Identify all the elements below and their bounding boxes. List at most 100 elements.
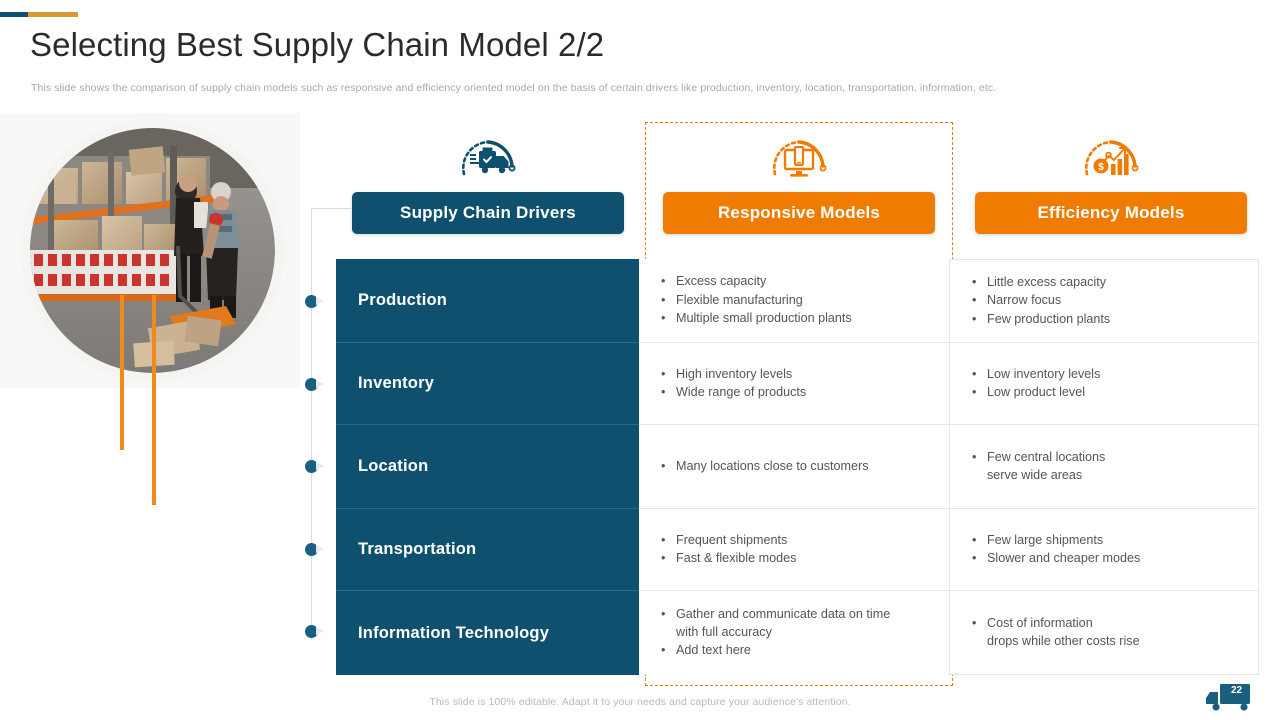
list-item-text: Excess capacity <box>676 274 767 289</box>
list-item-text: Low inventory levels <box>987 366 1101 381</box>
table-row: Location • Many locations close to custo… <box>336 425 1259 509</box>
list-item: • Gather and communicate data on time wi… <box>661 606 935 641</box>
bullet-icon: • <box>972 366 977 381</box>
list-item-text: Multiple small production plants <box>676 311 852 326</box>
page-subtitle: This slide shows the comparison of suppl… <box>31 82 997 94</box>
list-item-text: Low product level <box>987 385 1086 399</box>
row-label-information-technology: Information Technology <box>336 591 639 675</box>
column-header-responsive-label[interactable]: Responsive Models <box>663 192 935 234</box>
column-header-drivers-label[interactable]: Supply Chain Drivers <box>352 192 624 234</box>
list-item-text: Fast & flexible modes <box>676 551 797 565</box>
list-item-text: High inventory levels <box>676 366 793 381</box>
column-header-efficiency[interactable]: $ Efficiency Models <box>975 134 1247 234</box>
list-item-text: Add text here <box>676 643 751 658</box>
footer-note: This slide is 100% editable. Adapt it to… <box>429 696 851 708</box>
list-item: • Slower and cheaper modes <box>972 550 1244 568</box>
page-number-badge: 22 <box>1204 682 1262 712</box>
growth-chart-money-icon: $ <box>975 134 1247 186</box>
cell-efficiency-information-technology: • Cost of information drops while other … <box>949 591 1259 675</box>
list-item-text: Cost of information drops while other co… <box>987 616 1140 648</box>
list-item-text: Slower and cheaper modes <box>987 551 1141 565</box>
bullet-icon: • <box>661 366 666 381</box>
bullet-icon: • <box>972 450 977 464</box>
cell-responsive-production: • Excess capacity • Flexible manufacturi… <box>639 259 949 343</box>
row-label-inventory: Inventory <box>336 343 639 425</box>
truck-badge-icon <box>1206 684 1250 711</box>
bullet-icon: • <box>972 385 977 399</box>
comparison-table: Production • Excess capacity • Flexible … <box>336 259 1259 675</box>
cell-responsive-location: • Many locations close to customers <box>639 425 949 509</box>
accent-bar-vertical-left <box>120 295 124 450</box>
bullet-icon: • <box>661 458 666 473</box>
list-item: • Little excess capacity <box>972 274 1244 292</box>
list-item-text: Few central locations serve wide areas <box>987 450 1106 482</box>
list-item: • Low product level <box>972 384 1244 402</box>
connector-dot-production <box>305 295 324 308</box>
bullet-icon: • <box>661 274 666 289</box>
connector-dot-information-technology <box>305 625 324 638</box>
bullet-icon: • <box>661 292 666 307</box>
column-header-efficiency-label[interactable]: Efficiency Models <box>975 192 1247 234</box>
bullet-icon: • <box>972 532 977 547</box>
list-item: • Add text here <box>661 642 935 660</box>
list-item-text: Many locations close to customers <box>676 458 869 473</box>
row-label-location: Location <box>336 425 639 509</box>
bullet-icon: • <box>661 643 666 658</box>
cell-efficiency-location: • Few central locations serve wide areas <box>949 425 1259 509</box>
list-item-text: Flexible manufacturing <box>676 292 803 307</box>
cell-efficiency-transportation: • Few large shipments • Slower and cheap… <box>949 509 1259 591</box>
list-item: • Low inventory levels <box>972 366 1244 384</box>
connector-dot-location <box>305 460 324 473</box>
list-item: • Flexible manufacturing <box>661 292 935 310</box>
bullet-icon: • <box>661 385 666 399</box>
bullet-icon: • <box>661 551 666 565</box>
list-item: • Excess capacity <box>661 273 935 291</box>
table-row: Information Technology • Gather and comm… <box>336 591 1259 675</box>
cell-responsive-transportation: • Frequent shipments • Fast & flexible m… <box>639 509 949 591</box>
cell-responsive-information-technology: • Gather and communicate data on time wi… <box>639 591 949 675</box>
list-item: • Few large shipments <box>972 532 1244 550</box>
list-item: • Fast & flexible modes <box>661 550 935 568</box>
list-item-text: Few large shipments <box>987 532 1104 547</box>
accent-bar-teal <box>0 12 28 17</box>
connector-elbow <box>311 208 351 209</box>
list-item-text: Wide range of products <box>676 385 807 399</box>
svg-text:$: $ <box>1098 162 1104 173</box>
bullet-icon: • <box>972 551 977 565</box>
row-label-production: Production <box>336 259 639 343</box>
column-header-drivers[interactable]: Supply Chain Drivers <box>352 134 624 234</box>
column-header-responsive[interactable]: Responsive Models <box>663 134 935 234</box>
bullet-icon: • <box>972 616 977 630</box>
table-row: Transportation • Frequent shipments • Fa… <box>336 509 1259 591</box>
list-item-text: Few production plants <box>987 311 1111 326</box>
page-title: Selecting Best Supply Chain Model 2/2 <box>30 26 605 63</box>
accent-bar-vertical-right <box>152 295 156 505</box>
cell-efficiency-production: • Little excess capacity • Narrow focus … <box>949 259 1259 343</box>
delivery-truck-icon <box>352 134 624 186</box>
list-item: • Many locations close to customers <box>661 458 935 476</box>
table-row: Production • Excess capacity • Flexible … <box>336 259 1259 343</box>
connector-dot-inventory <box>305 378 324 391</box>
list-item: • Multiple small production plants <box>661 310 935 328</box>
list-item: • Few central locations serve wide areas <box>972 449 1244 484</box>
list-item-text: Gather and communicate data on time with… <box>676 607 891 639</box>
bullet-icon: • <box>972 293 977 308</box>
list-item: • Narrow focus <box>972 292 1244 310</box>
cell-responsive-inventory: • High inventory levels • Wide range of … <box>639 343 949 425</box>
bullet-icon: • <box>661 532 666 547</box>
desktop-monitor-icon <box>663 134 935 186</box>
page-number-text: 22 <box>1231 685 1243 696</box>
list-item: • Frequent shipments <box>661 532 935 550</box>
list-item-text: Frequent shipments <box>676 532 788 547</box>
list-item: • High inventory levels <box>661 366 935 384</box>
list-item-text: Narrow focus <box>987 293 1062 308</box>
bullet-icon: • <box>661 607 666 622</box>
row-label-transportation: Transportation <box>336 509 639 591</box>
connector-dot-transportation <box>305 543 324 556</box>
list-item: • Few production plants <box>972 311 1244 329</box>
accent-bar-orange <box>28 12 78 17</box>
list-item-text: Little excess capacity <box>987 274 1106 289</box>
bullet-icon: • <box>972 274 977 289</box>
bullet-icon: • <box>972 311 977 326</box>
list-item: • Wide range of products <box>661 384 935 402</box>
